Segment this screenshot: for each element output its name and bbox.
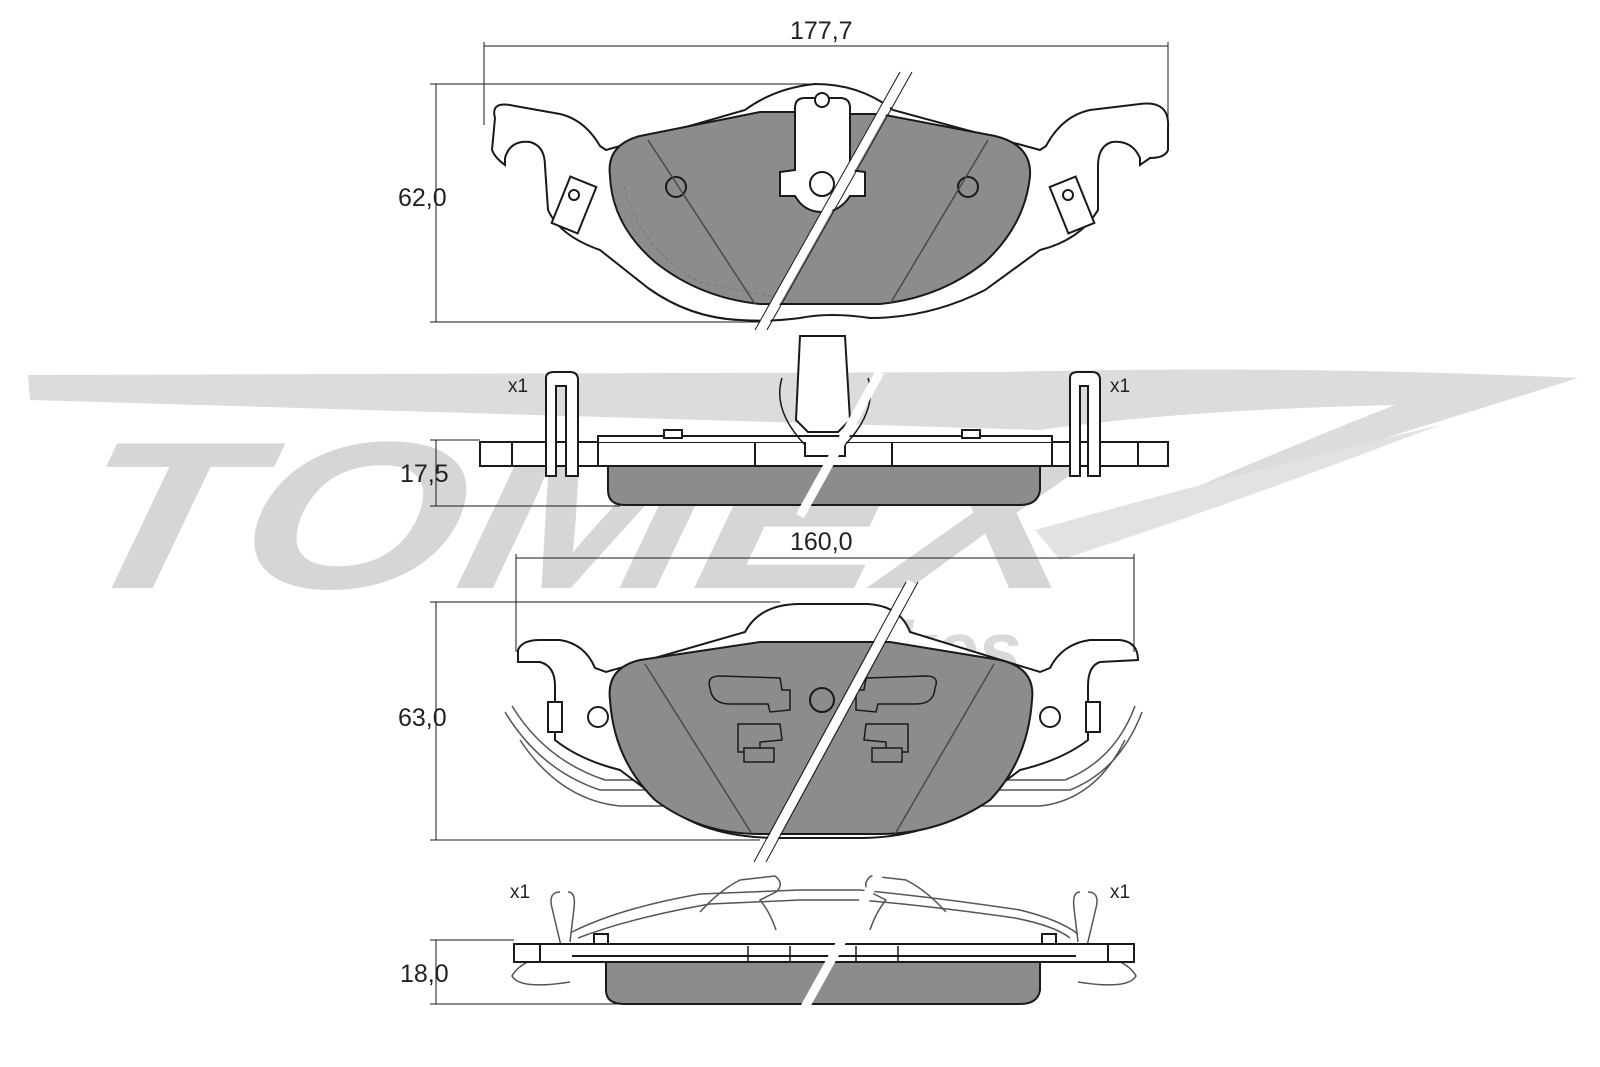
pad1-side-bump-left	[663, 429, 683, 439]
pad2-cut-edge-b	[765, 581, 919, 863]
pad2-wire-spring	[504, 705, 1143, 807]
pad1-height-label: 62,0	[398, 184, 447, 212]
pad1-width-label: 177,7	[790, 17, 853, 45]
pad1-thickness-label: 17,5	[400, 460, 449, 488]
pad2-side-bump-left	[593, 933, 609, 945]
pad1-side-bump-right	[961, 429, 981, 439]
pad1-front-view	[490, 69, 1170, 333]
pad1-groove-left	[647, 139, 756, 305]
pad2-left-rivet	[587, 706, 609, 728]
pad2-qty-right: x1	[1110, 882, 1130, 903]
pad1-qty-left: x1	[508, 376, 528, 397]
pad2-cut-edge-a	[753, 581, 907, 863]
pad1-qty-right: x1	[1110, 376, 1130, 397]
watermark-swoosh-lower	[1035, 425, 1440, 560]
pad1-dimensions	[430, 42, 1169, 323]
pad2-side-center-strip	[747, 946, 899, 962]
pad2-side-plate	[513, 943, 1135, 963]
pad2-right-clip-upper	[855, 675, 938, 713]
pad1-side-right-clip	[1069, 371, 1101, 477]
pad2-side-view	[511, 869, 1137, 1019]
pad1-cut-edge-b	[766, 71, 913, 331]
pad2-side-cut-band	[796, 869, 884, 1019]
pad2-center-hole	[809, 687, 835, 713]
pad2-side-center-right-spring	[865, 875, 947, 931]
pad1-left-tab-hole	[568, 189, 580, 201]
pad1-right-tab	[1048, 175, 1096, 235]
pad2-right-clip-foot	[871, 747, 903, 763]
pad2-left-ear	[547, 701, 563, 733]
pad2-thickness-dim	[430, 939, 620, 1005]
pad2-right-ear	[1085, 701, 1101, 733]
pad1-side-cut-band	[796, 369, 884, 519]
pad2-front-view	[504, 579, 1143, 865]
pad1-cut-band	[756, 69, 909, 333]
pad1-groove-right	[889, 139, 989, 305]
pad1-center-hole	[809, 171, 835, 197]
pad2-side-bump-right	[1041, 933, 1057, 945]
pad1-cut-edge-a	[754, 71, 901, 331]
pad2-qty-left: x1	[510, 882, 530, 903]
pad1-left-rivet	[665, 176, 687, 198]
pad2-groove-left	[644, 663, 753, 835]
watermark-swoosh	[28, 369, 1578, 520]
pad2-side-left-clip	[511, 891, 576, 986]
pad1-side-top-strip	[597, 435, 1053, 442]
pad2-width-label: 160,0	[790, 528, 853, 556]
pad2-right-rivet	[1039, 706, 1061, 728]
pad2-left-clip-lower	[737, 723, 783, 753]
pad1-inner-dashed	[623, 185, 791, 301]
pad1-top-hole	[814, 92, 830, 108]
pad2-side-right-clip	[1072, 891, 1137, 986]
pad2-dimensions	[430, 554, 1135, 841]
pad2-thickness-label: 18,0	[400, 960, 449, 988]
pad2-height-label: 63,0	[398, 704, 447, 732]
pad1-side-center-clip	[794, 335, 852, 433]
pad1-right-tab-hole	[1062, 189, 1074, 201]
pad1-left-tab	[550, 175, 598, 235]
pad2-side-center-left-spring	[699, 875, 781, 931]
pad1-side-left-clip	[545, 371, 579, 477]
pad1-side-friction	[607, 465, 1041, 506]
pad1-thickness-dim	[430, 439, 620, 507]
pad2-side-wire-top	[571, 889, 1079, 939]
pad2-right-clip-lower	[863, 723, 909, 753]
pad1-side-view	[479, 335, 1169, 519]
pad2-cut-band	[756, 579, 916, 865]
pad2-left-clip-foot	[743, 747, 775, 763]
pad2-groove-right	[894, 663, 995, 835]
pad2-left-clip-upper	[708, 675, 791, 713]
pad1-right-rivet	[957, 176, 979, 198]
